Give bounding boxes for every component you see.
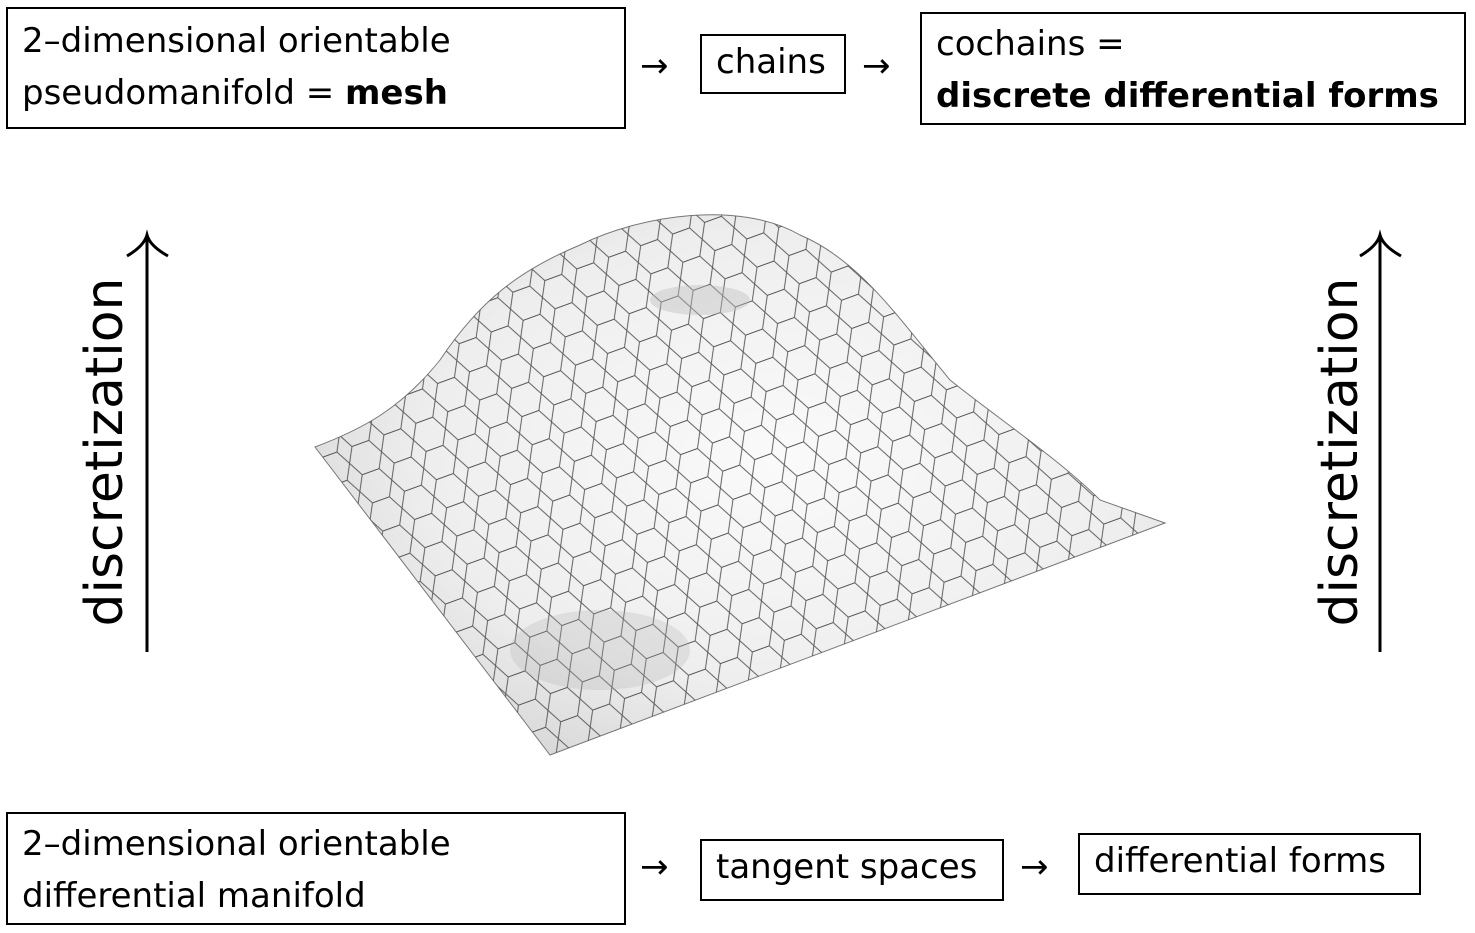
- manifold-box-line1: 2–dimensional orientable: [22, 824, 451, 864]
- manifold-box-line2: differential manifold: [22, 876, 366, 916]
- tangent-spaces-box: tangent spaces: [700, 839, 1004, 901]
- mesh-surface: [314, 214, 1167, 756]
- arrow-right-icon: →: [640, 847, 669, 887]
- arrow-right-icon: →: [862, 46, 891, 86]
- right-arrow-up-icon: [1359, 229, 1402, 652]
- arrow-right-icon: →: [1020, 847, 1049, 887]
- cochains-box: cochains = discrete differential forms: [920, 12, 1466, 125]
- mesh-box: 2–dimensional orientable pseudomanifold …: [6, 7, 626, 129]
- chains-box: chains: [700, 34, 846, 94]
- mesh-box-line1: 2–dimensional orientable: [22, 21, 451, 61]
- differential-forms-box: differential forms: [1078, 833, 1421, 895]
- left-arrow-up-icon: [126, 229, 169, 652]
- cochains-box-line1: cochains =: [936, 24, 1125, 64]
- mesh-box-bold: mesh: [345, 73, 448, 113]
- arrow-right-icon: →: [640, 46, 669, 86]
- mesh-box-line2: pseudomanifold =: [22, 73, 345, 113]
- manifold-box: 2–dimensional orientable differential ma…: [6, 812, 626, 925]
- cochains-box-bold: discrete differential forms: [936, 76, 1439, 116]
